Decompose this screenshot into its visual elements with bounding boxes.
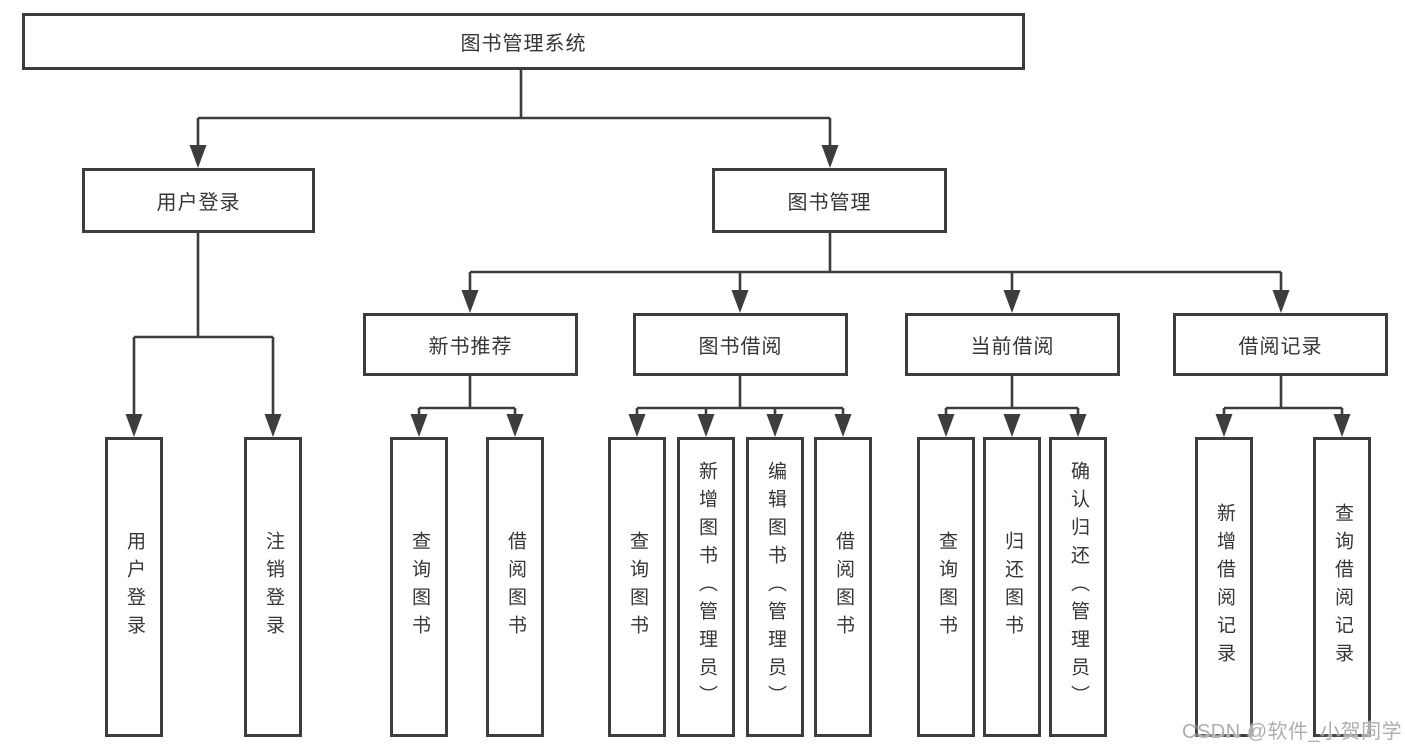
connector-bookborrow-to-leaves: [628, 376, 852, 437]
csdn-watermark: CSDN @软件_小贺同学: [1182, 721, 1403, 743]
leaf-user-login: 用户登录: [105, 437, 163, 737]
node-borrowing-records: 借阅记录: [1173, 313, 1388, 376]
leaf-cb-query-books: 查询图书: [917, 437, 975, 737]
node-book-borrowing: 图书借阅: [633, 313, 848, 376]
node-current-borrowing: 当前借阅: [905, 313, 1120, 376]
connector-newbookrec-to-leaves: [410, 376, 524, 437]
node-library-management-system: 图书管理系统: [22, 13, 1025, 70]
connector-currentborrow-to-leaves: [937, 376, 1087, 437]
leaf-cb-return-books: 归还图书: [983, 437, 1041, 737]
connector-root-to-level2: [189, 70, 839, 168]
leaf-cb-confirm-return-admin: 确认归还（管理员）: [1049, 437, 1107, 737]
leaf-logout: 注销登录: [244, 437, 302, 737]
node-user-login: 用户登录: [82, 168, 315, 233]
node-new-book-recommendation: 新书推荐: [363, 313, 578, 376]
leaf-br-add-borrow-record: 新增借阅记录: [1195, 437, 1253, 737]
node-book-management: 图书管理: [712, 168, 947, 233]
connector-userlogin-to-leaves: [125, 233, 282, 437]
leaf-nbr-query-books: 查询图书: [390, 437, 448, 737]
connector-bookmgmt-to-level3: [461, 233, 1290, 313]
leaf-br-query-borrow-record: 查询借阅记录: [1313, 437, 1371, 737]
connector-borrowrecords-to-leaves: [1215, 376, 1351, 437]
leaf-bb-edit-book-admin: 编辑图书（管理员）: [746, 437, 804, 737]
leaf-bb-add-book-admin: 新增图书（管理员）: [677, 437, 735, 737]
leaf-bb-query-books: 查询图书: [608, 437, 666, 737]
leaf-bb-borrow-books: 借阅图书: [814, 437, 872, 737]
leaf-nbr-borrow-books: 借阅图书: [486, 437, 544, 737]
